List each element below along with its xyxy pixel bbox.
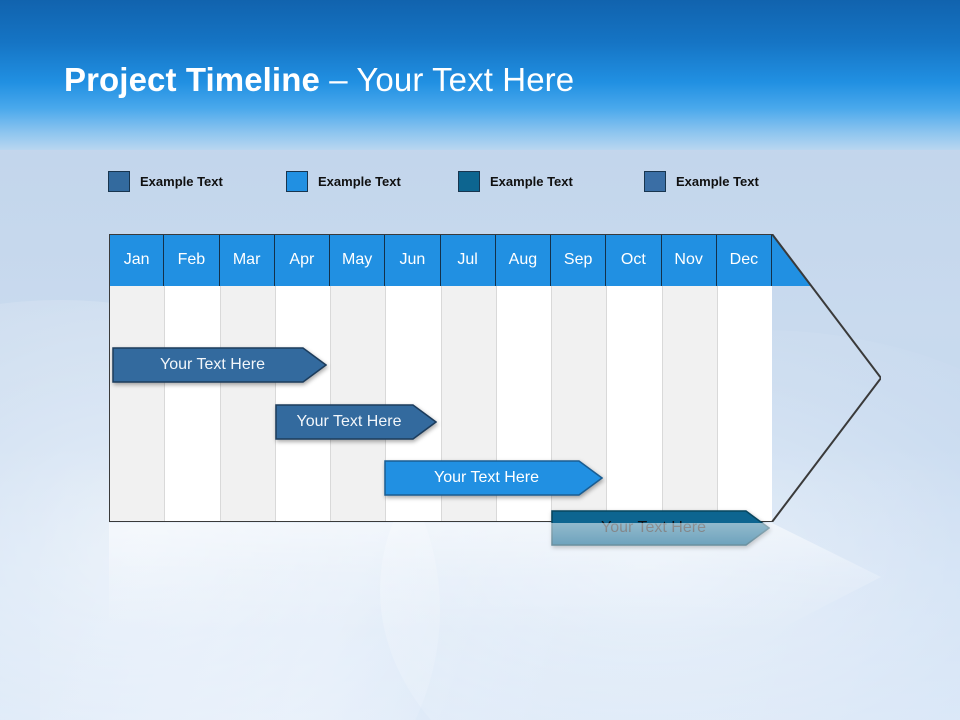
task-bar-label: Your Text Here bbox=[601, 519, 706, 536]
task-bar[interactable]: Your Text Here bbox=[551, 510, 770, 546]
legend-color-swatch-icon bbox=[108, 170, 130, 192]
month-header-may[interactable]: May bbox=[330, 234, 386, 286]
month-header-nov[interactable]: Nov bbox=[661, 234, 717, 286]
legend-item-label: Example Text bbox=[318, 173, 401, 189]
task-bar[interactable]: Your Text Here bbox=[275, 404, 437, 440]
legend-item-label: Example Text bbox=[140, 173, 223, 189]
legend-item[interactable]: Example Text bbox=[108, 168, 223, 194]
header-band bbox=[0, 0, 960, 150]
task-bar[interactable]: Your Text Here bbox=[112, 347, 327, 383]
task-bar-label: Your Text Here bbox=[160, 356, 265, 373]
legend-color-swatch-icon bbox=[458, 170, 480, 192]
column-divider bbox=[330, 286, 331, 522]
column-divider bbox=[385, 286, 387, 522]
column-divider bbox=[274, 286, 276, 522]
task-bar[interactable]: Your Text Here bbox=[384, 460, 603, 496]
page-title-dash: – bbox=[319, 61, 357, 98]
page-title-strong: Project Timeline bbox=[64, 61, 320, 98]
month-header-apr[interactable]: Apr bbox=[274, 234, 330, 286]
task-bar-label: Your Text Here bbox=[296, 413, 402, 430]
column-divider bbox=[661, 286, 663, 522]
column-divider bbox=[495, 286, 497, 522]
task-bar-arrow-icon bbox=[275, 404, 437, 440]
task-bar-arrow-icon bbox=[112, 347, 327, 383]
task-bar-arrow-icon bbox=[384, 460, 603, 496]
month-header-mar[interactable]: Mar bbox=[219, 234, 275, 286]
column-divider bbox=[440, 286, 442, 522]
legend-color-swatch-icon bbox=[286, 170, 308, 192]
column-divider bbox=[219, 286, 221, 522]
month-header-aug[interactable]: Aug bbox=[495, 234, 551, 286]
month-header-oct[interactable]: Oct bbox=[606, 234, 662, 286]
column-divider bbox=[716, 286, 718, 522]
legend: Example Text Example Text Example Text E… bbox=[108, 168, 808, 198]
month-header-sep[interactable]: Sep bbox=[551, 234, 607, 286]
legend-item[interactable]: Example Text bbox=[286, 168, 401, 194]
month-header-jul[interactable]: Jul bbox=[440, 234, 496, 286]
column-divider bbox=[551, 286, 552, 522]
month-header-jan[interactable]: Jan bbox=[109, 234, 165, 286]
page-title: Project Timeline – Your Text Here bbox=[64, 58, 574, 102]
month-header-feb[interactable]: Feb bbox=[164, 234, 220, 286]
legend-item-label: Example Text bbox=[676, 173, 759, 189]
column-divider bbox=[164, 286, 166, 522]
legend-color-swatch-icon bbox=[644, 170, 666, 192]
chart-arrow-outline-icon bbox=[109, 234, 881, 522]
task-bar-label: Your Text Here bbox=[434, 469, 539, 486]
legend-item-label: Example Text bbox=[490, 173, 573, 189]
page-title-light: Your Text Here bbox=[356, 61, 575, 98]
legend-item[interactable]: Example Text bbox=[644, 168, 759, 194]
column-divider bbox=[606, 286, 608, 522]
month-header-jun[interactable]: Jun bbox=[385, 234, 441, 286]
month-header-dec[interactable]: Dec bbox=[716, 234, 772, 286]
legend-item[interactable]: Example Text bbox=[458, 168, 573, 194]
